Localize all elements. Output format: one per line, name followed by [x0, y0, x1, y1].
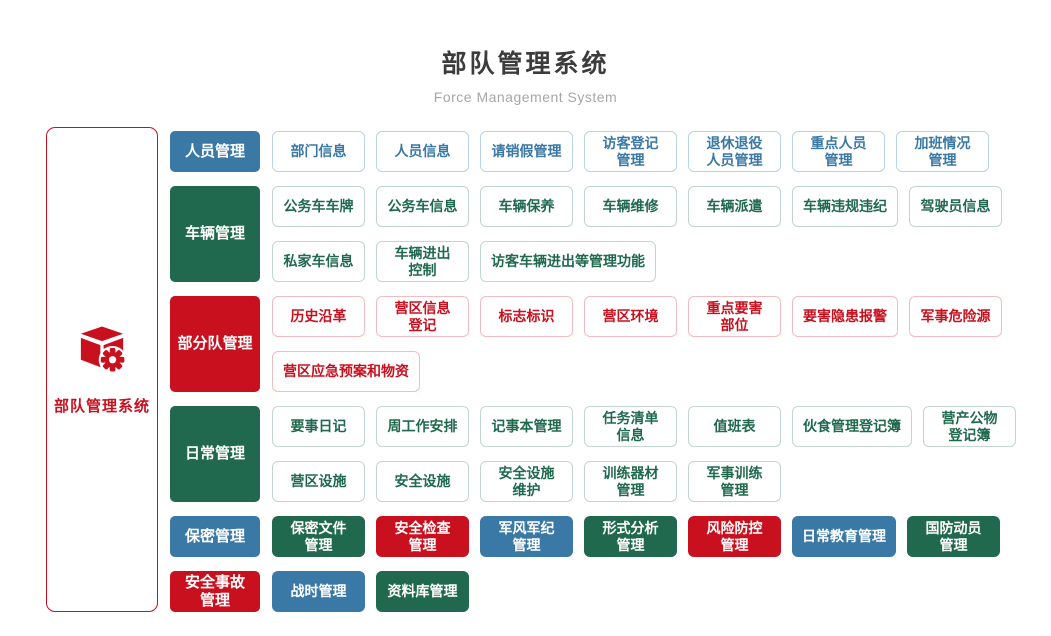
module-block[interactable]: 重点要害 部位 [688, 296, 781, 337]
module-block[interactable]: 公务车车牌 [272, 186, 365, 227]
module-block[interactable]: 退休退役 人员管理 [688, 131, 781, 172]
module-block[interactable]: 值班表 [688, 406, 781, 447]
module-block[interactable]: 车辆维修 [584, 186, 677, 227]
module-block[interactable]: 营产公物 登记簿 [923, 406, 1016, 447]
category-block[interactable]: 日常管理 [170, 406, 260, 502]
module-block[interactable]: 访客车辆进出等管理功能 [480, 241, 656, 282]
module-block[interactable]: 记事本管理 [480, 406, 573, 447]
module-block[interactable]: 访客登记 管理 [584, 131, 677, 172]
category-block[interactable]: 人员管理 [170, 131, 260, 172]
module-block[interactable]: 安全设施 维护 [480, 461, 573, 502]
module-block[interactable]: 重点人员 管理 [792, 131, 885, 172]
category-block[interactable]: 安全事故 管理 [170, 571, 260, 612]
module-block[interactable]: 历史沿革 [272, 296, 365, 337]
row-line: 要事日记周工作安排记事本管理任务清单 信息值班表伙食管理登记簿营产公物 登记簿 [272, 406, 1016, 447]
row: 部分队管理历史沿革营区信息 登记标志标识营区环境重点要害 部位要害隐患报警军事危… [170, 296, 1016, 392]
module-block[interactable]: 驾驶员信息 [909, 186, 1002, 227]
module-block[interactable]: 车辆派遣 [688, 186, 781, 227]
row-lines: 公务车车牌公务车信息车辆保养车辆维修车辆派遣车辆违规违纪驾驶员信息私家车信息车辆… [272, 186, 1002, 282]
module-block[interactable]: 安全检查 管理 [376, 516, 469, 557]
row-line: 部门信息人员信息请销假管理访客登记 管理退休退役 人员管理重点人员 管理加班情况… [272, 131, 989, 172]
module-block[interactable]: 私家车信息 [272, 241, 365, 282]
module-block[interactable]: 国防动员 管理 [907, 516, 1000, 557]
module-block[interactable]: 公务车信息 [376, 186, 469, 227]
root-system-label: 部队管理系统 [53, 397, 150, 415]
module-block[interactable]: 车辆保养 [480, 186, 573, 227]
module-block[interactable]: 请销假管理 [480, 131, 573, 172]
row-line: 公务车车牌公务车信息车辆保养车辆维修车辆派遣车辆违规违纪驾驶员信息 [272, 186, 1002, 227]
row: 安全事故 管理战时管理资料库管理 [170, 571, 1016, 612]
category-block[interactable]: 保密管理 [170, 516, 260, 557]
module-block[interactable]: 日常教育管理 [792, 516, 896, 557]
row-line: 私家车信息车辆进出 控制访客车辆进出等管理功能 [272, 241, 1002, 282]
module-block[interactable]: 营区环境 [584, 296, 677, 337]
row-lines: 部门信息人员信息请销假管理访客登记 管理退休退役 人员管理重点人员 管理加班情况… [272, 131, 989, 172]
module-block[interactable]: 营区应急预案和物资 [272, 351, 420, 392]
module-block[interactable]: 车辆违规违纪 [792, 186, 898, 227]
page-title: 部队管理系统 [441, 50, 610, 78]
row: 保密管理保密文件 管理安全检查 管理军风军纪 管理形式分析 管理风险防控 管理日… [170, 516, 1016, 557]
module-block[interactable]: 风险防控 管理 [688, 516, 781, 557]
module-block[interactable]: 营区设施 [272, 461, 365, 502]
module-block[interactable]: 保密文件 管理 [272, 516, 365, 557]
row-lines: 要事日记周工作安排记事本管理任务清单 信息值班表伙食管理登记簿营产公物 登记簿营… [272, 406, 1016, 502]
row: 车辆管理公务车车牌公务车信息车辆保养车辆维修车辆派遣车辆违规违纪驾驶员信息私家车… [170, 186, 1016, 282]
module-block[interactable]: 军事危险源 [909, 296, 1002, 337]
row: 日常管理要事日记周工作安排记事本管理任务清单 信息值班表伙食管理登记簿营产公物 … [170, 406, 1016, 502]
module-block[interactable]: 军事训练 管理 [688, 461, 781, 502]
root-system-box[interactable]: 部队管理系统 [46, 127, 158, 612]
module-block[interactable]: 人员信息 [376, 131, 469, 172]
module-block[interactable]: 车辆进出 控制 [376, 241, 469, 282]
row-line: 保密文件 管理安全检查 管理军风军纪 管理形式分析 管理风险防控 管理日常教育管… [272, 516, 1000, 557]
category-block[interactable]: 部分队管理 [170, 296, 260, 392]
module-block[interactable]: 要害隐患报警 [792, 296, 898, 337]
row: 人员管理部门信息人员信息请销假管理访客登记 管理退休退役 人员管理重点人员 管理… [170, 131, 1016, 172]
cube-gear-icon [76, 324, 128, 381]
module-block[interactable]: 安全设施 [376, 461, 469, 502]
module-block[interactable]: 要事日记 [272, 406, 365, 447]
module-block[interactable]: 加班情况 管理 [896, 131, 989, 172]
row-line: 营区设施安全设施安全设施 维护训练器材 管理军事训练 管理 [272, 461, 1016, 502]
header: 部队管理系统 Force Management System [0, 44, 1051, 105]
page-subtitle: Force Management System [433, 89, 618, 105]
category-block[interactable]: 车辆管理 [170, 186, 260, 282]
row-lines: 保密文件 管理安全检查 管理军风军纪 管理形式分析 管理风险防控 管理日常教育管… [272, 516, 1000, 557]
row-lines: 历史沿革营区信息 登记标志标识营区环境重点要害 部位要害隐患报警军事危险源营区应… [272, 296, 1002, 392]
module-block[interactable]: 训练器材 管理 [584, 461, 677, 502]
structure-rows: 人员管理部门信息人员信息请销假管理访客登记 管理退休退役 人员管理重点人员 管理… [170, 131, 1016, 612]
module-block[interactable]: 部门信息 [272, 131, 365, 172]
module-block[interactable]: 伙食管理登记簿 [792, 406, 912, 447]
row-lines: 战时管理资料库管理 [272, 571, 469, 612]
module-block[interactable]: 周工作安排 [376, 406, 469, 447]
module-block[interactable]: 任务清单 信息 [584, 406, 677, 447]
row-line: 历史沿革营区信息 登记标志标识营区环境重点要害 部位要害隐患报警军事危险源 [272, 296, 1002, 337]
module-block[interactable]: 形式分析 管理 [584, 516, 677, 557]
row-line: 战时管理资料库管理 [272, 571, 469, 612]
module-block[interactable]: 战时管理 [272, 571, 365, 612]
module-block[interactable]: 营区信息 登记 [376, 296, 469, 337]
module-block[interactable]: 资料库管理 [376, 571, 469, 612]
module-block[interactable]: 标志标识 [480, 296, 573, 337]
module-block[interactable]: 军风军纪 管理 [480, 516, 573, 557]
row-line: 营区应急预案和物资 [272, 351, 1002, 392]
